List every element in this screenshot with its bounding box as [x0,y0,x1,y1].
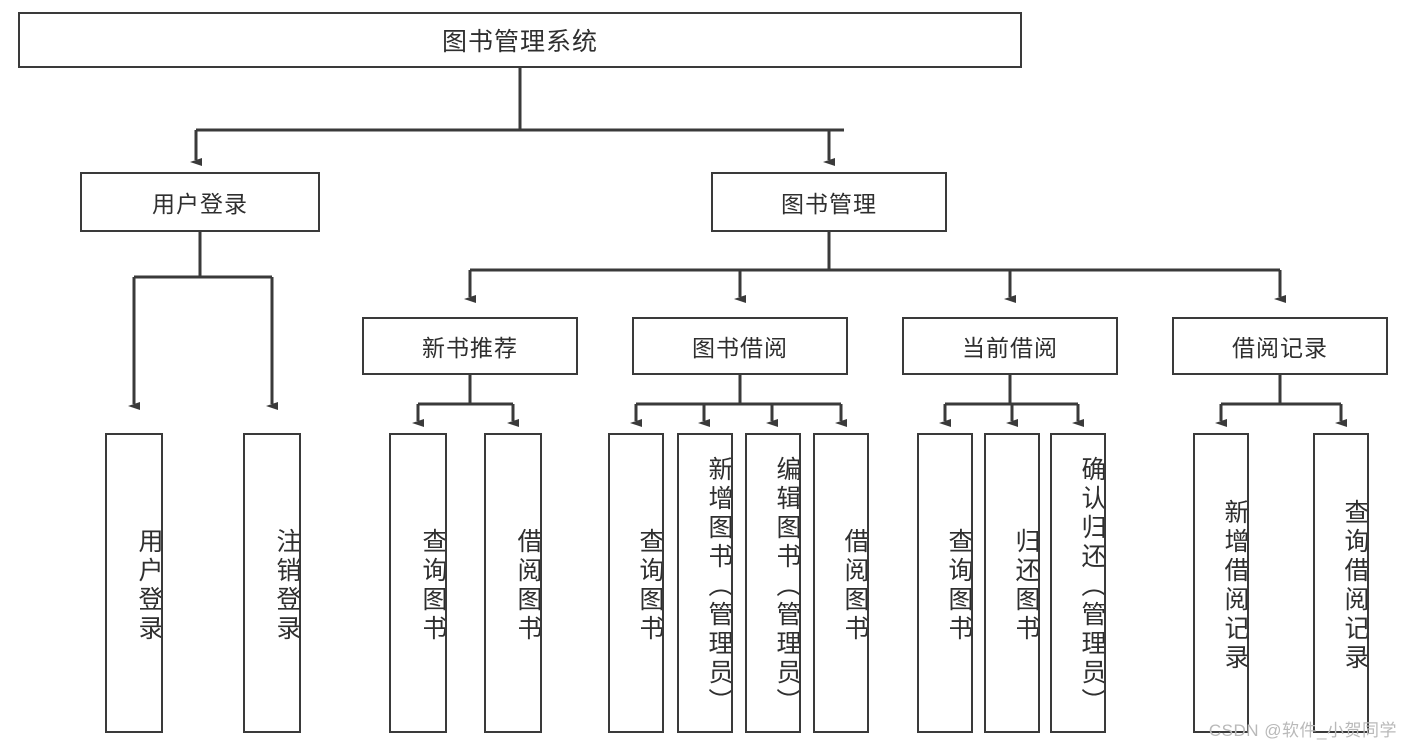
leaf-return-book-label: 归还图书 [1012,528,1040,644]
node-book-borrow-label: 图书借阅 [692,335,788,361]
node-current-borrow-label: 当前借阅 [962,335,1058,361]
leaf-query-book-3[interactable]: 查询图书 [917,433,973,733]
node-root[interactable]: 图书管理系统 [18,12,1022,68]
leaf-query-book-3-label: 查询图书 [945,528,973,644]
leaf-borrow-book-2[interactable]: 借阅图书 [813,433,869,733]
node-borrow-record[interactable]: 借阅记录 [1172,317,1388,375]
leaf-query-book-1-label: 查询图书 [419,528,447,644]
leaf-add-book-label: 新增图书（管理员） [705,455,733,717]
leaf-confirm-return[interactable]: 确认归还（管理员） [1050,433,1106,733]
leaf-edit-book[interactable]: 编辑图书（管理员） [745,433,801,733]
leaf-query-book-2[interactable]: 查询图书 [608,433,664,733]
leaf-return-book[interactable]: 归还图书 [984,433,1040,733]
node-user-login-label: 用户登录 [152,191,248,217]
leaf-borrow-book-2-label: 借阅图书 [841,528,869,644]
node-current-borrow[interactable]: 当前借阅 [902,317,1118,375]
leaf-logout[interactable]: 注销登录 [243,433,301,733]
leaf-borrow-book-1[interactable]: 借阅图书 [484,433,542,733]
leaf-confirm-return-label: 确认归还（管理员） [1078,455,1106,717]
node-new-book-recommend-label: 新书推荐 [422,335,518,361]
leaf-logout-label: 注销登录 [273,528,301,644]
node-new-book-recommend[interactable]: 新书推荐 [362,317,578,375]
leaf-query-record-label: 查询借阅记录 [1341,499,1369,673]
node-book-borrow[interactable]: 图书借阅 [632,317,848,375]
node-book-manage[interactable]: 图书管理 [711,172,947,232]
leaf-query-book-2-label: 查询图书 [636,528,664,644]
leaf-borrow-book-1-label: 借阅图书 [514,528,542,644]
leaf-add-record-label: 新增借阅记录 [1221,499,1249,673]
node-borrow-record-label: 借阅记录 [1232,335,1328,361]
node-root-label: 图书管理系统 [441,28,598,56]
leaf-user-login-label: 用户登录 [135,528,163,644]
watermark: CSDN @软件_小贺同学 [1208,721,1397,740]
leaf-add-record[interactable]: 新增借阅记录 [1193,433,1249,733]
node-book-manage-label: 图书管理 [781,191,877,217]
leaf-user-login[interactable]: 用户登录 [105,433,163,733]
leaf-query-record[interactable]: 查询借阅记录 [1313,433,1369,733]
node-user-login[interactable]: 用户登录 [80,172,320,232]
leaf-query-book-1[interactable]: 查询图书 [389,433,447,733]
leaf-add-book[interactable]: 新增图书（管理员） [677,433,733,733]
leaf-edit-book-label: 编辑图书（管理员） [773,455,801,717]
